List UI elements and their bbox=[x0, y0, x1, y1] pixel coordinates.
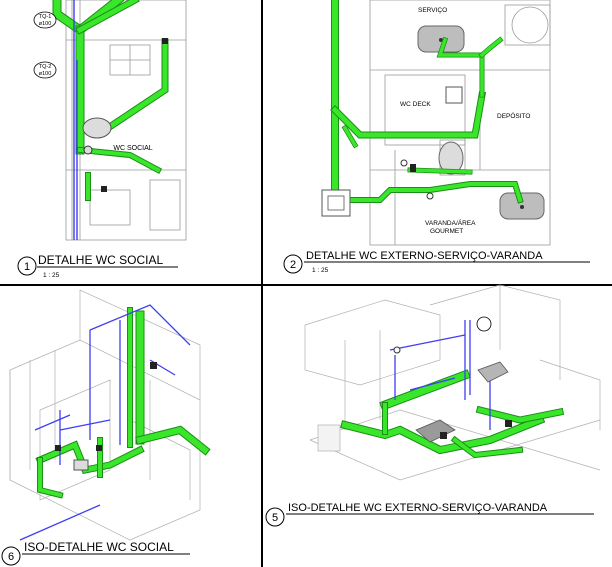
label-tq1: TQ-1 bbox=[39, 14, 52, 20]
label-servico: SERVIÇO bbox=[418, 7, 447, 14]
label-deposito: DEPÓSITO bbox=[497, 111, 530, 120]
label-tq2-diameter: ø100 bbox=[39, 71, 52, 77]
panel-5-walls bbox=[304, 284, 601, 481]
panel-5-water-pipes bbox=[389, 320, 491, 430]
panel-1-title: DETALHE WC SOCIAL bbox=[38, 253, 163, 267]
panel-6-iso-wc-social: 6 ISO-DETALHE WC SOCIAL bbox=[1, 289, 211, 566]
panel-2-title: DETALHE WC EXTERNO-SERVIÇO-VARANDA bbox=[306, 250, 543, 262]
panel-6-number: 6 bbox=[8, 551, 14, 563]
label-wc-social: WC SOCIAL bbox=[113, 145, 152, 152]
panel-1-number: 1 bbox=[24, 261, 30, 273]
panel-2-number: 2 bbox=[290, 259, 296, 271]
panel-1-water-pipes bbox=[73, 0, 78, 240]
label-tq2: TQ-2 bbox=[39, 64, 52, 70]
panel-5-title: ISO-DETALHE WC EXTERNO-SERVIÇO-VARANDA bbox=[288, 502, 548, 514]
panel-1-scale: 1 : 25 bbox=[43, 272, 60, 279]
panel-6-title: ISO-DETALHE WC SOCIAL bbox=[24, 540, 174, 554]
panel-1-sewer-pipes bbox=[52, 0, 169, 201]
panel-2-labels: SERVIÇO WC DECK DEPÓSITO VARANDA/ÁREA GO… bbox=[400, 7, 530, 235]
label-tq1-diameter: ø100 bbox=[39, 21, 52, 27]
label-gourmet: GOURMET bbox=[430, 228, 463, 235]
panel-5-number: 5 bbox=[272, 512, 278, 524]
panel-2-scale: 1 : 25 bbox=[312, 267, 329, 274]
panel-5-fixtures bbox=[393, 316, 512, 443]
panel-2-title-block: 2 DETALHE WC EXTERNO-SERVIÇO-VARANDA 1 :… bbox=[283, 250, 590, 274]
panel-2-sinks bbox=[417, 6, 549, 220]
panel-1-labels: TQ-1 ø100 TQ-2 ø100 WC SOCIAL bbox=[33, 11, 153, 152]
panel-6-sewer-pipes bbox=[35, 307, 211, 499]
panel-1-title-block: 1 DETALHE WC SOCIAL 1 : 25 bbox=[17, 253, 178, 279]
panel-5-iso-wc-externo: 5 ISO-DETALHE WC EXTERNO-SERVIÇO-VARANDA bbox=[265, 284, 601, 527]
panel-6-fixtures bbox=[55, 362, 157, 471]
label-varanda-area: VARANDA/ÁREA bbox=[425, 218, 476, 227]
panel-6-water-pipes bbox=[19, 304, 191, 541]
panel-5-title-block: 5 ISO-DETALHE WC EXTERNO-SERVIÇO-VARANDA bbox=[265, 502, 594, 527]
panel-2-detail-wc-externo: SERVIÇO WC DECK DEPÓSITO VARANDA/ÁREA GO… bbox=[283, 0, 590, 274]
panel-5-sewer-pipes bbox=[340, 369, 565, 459]
label-wc-deck: WC DECK bbox=[400, 101, 431, 108]
panel-2-fixtures bbox=[321, 86, 463, 217]
panel-6-walls bbox=[9, 289, 201, 541]
panel-1-fixtures bbox=[82, 38, 168, 192]
panel-1-detail-wc-social: TQ-1 ø100 TQ-2 ø100 WC SOCIAL 1 DETALHE … bbox=[17, 0, 187, 279]
panel-6-title-block: 6 ISO-DETALHE WC SOCIAL bbox=[1, 540, 190, 566]
